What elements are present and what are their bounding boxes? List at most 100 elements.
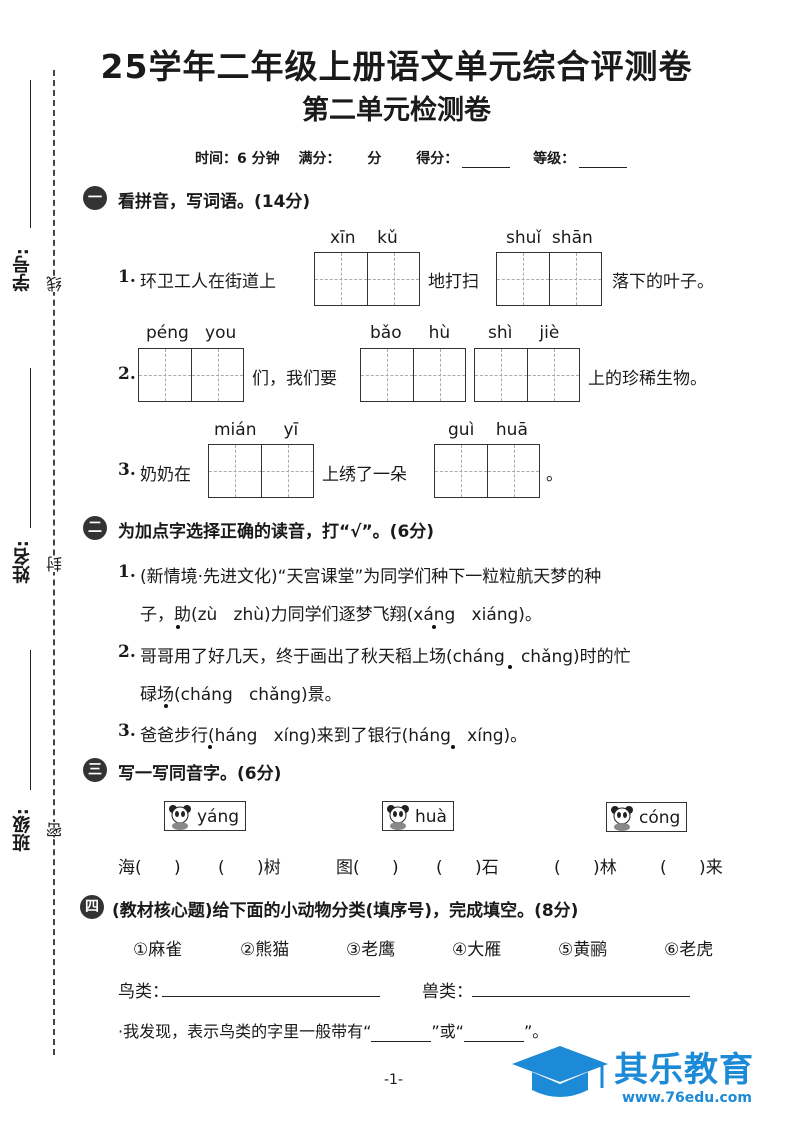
- binding-line-2: [30, 368, 31, 528]
- animal-item-4: ④大雁: [452, 940, 502, 960]
- section-1-title: 看拼音，写词语。(14分): [118, 192, 311, 212]
- answer-grid-shuishan[interactable]: [496, 252, 602, 306]
- s2-q1-number: 1.: [118, 562, 136, 582]
- s2-q1-line2: 子，助(zù zhù)力同学们逐梦飞翔(xáng xiáng)。: [140, 605, 542, 625]
- section-3-badge: 三: [83, 758, 107, 782]
- section-1-badge: 一: [83, 186, 107, 210]
- birds-label: 鸟类：: [118, 982, 169, 1002]
- answer-grid-baohu[interactable]: [360, 348, 466, 402]
- homophone-blank-6[interactable]: ( )来: [660, 858, 723, 878]
- tag-text-cong: cóng: [639, 808, 681, 828]
- animal-item-1: ①麻雀: [133, 940, 183, 960]
- section-4-title: (教材核心题)给下面的小动物分类(填序号)，完成填空。(8分): [112, 901, 579, 921]
- pinyin-shuishan: shuǐ shān: [506, 228, 593, 248]
- q2-text-mid: 们，我们要: [252, 369, 337, 389]
- brand-url: www.76edu.com: [622, 1090, 753, 1106]
- radical-note: ·我发现，表示鸟类的字里一般带有“ ”或“ ”。: [118, 1018, 548, 1042]
- name-label: 姓名:: [12, 540, 33, 584]
- homophone-blank-1[interactable]: 海( ): [118, 858, 181, 878]
- cut-mark-feng: 封: [44, 556, 68, 572]
- section-2-badge: 二: [83, 516, 107, 540]
- full-score-label: 满分：: [298, 151, 341, 167]
- answer-grid-mianyi[interactable]: [208, 444, 314, 498]
- brand-name: 其乐教育: [614, 1050, 754, 1090]
- panda-icon: [169, 805, 191, 830]
- cut-mark-xian: 线: [44, 276, 68, 292]
- time-label: 时间：6 分钟: [195, 151, 280, 167]
- animal-item-3: ③老鹰: [346, 940, 396, 960]
- answer-grid-xinku[interactable]: [314, 252, 420, 306]
- score-blank[interactable]: [462, 167, 511, 168]
- emphasis-dot-xing: [208, 745, 212, 749]
- beasts-label: 兽类：: [422, 982, 473, 1002]
- tag-text-hua: huà: [415, 807, 447, 827]
- homophone-blank-2[interactable]: ( )树: [218, 858, 281, 878]
- grade-label: 等级：: [533, 151, 576, 167]
- pinyin-mianyi: mián yī: [214, 420, 299, 440]
- student-id-label: 学号:: [12, 248, 33, 292]
- homophone-blank-3[interactable]: 图( ): [336, 858, 399, 878]
- pinyin-tag-hua: huà: [382, 801, 454, 831]
- homophone-blank-4[interactable]: ( )石: [436, 858, 499, 878]
- answer-grid-shijie[interactable]: [474, 348, 580, 402]
- emphasis-dot-chang1: [508, 665, 512, 669]
- q1-text-pre: 环卫工人在街道上: [140, 272, 276, 292]
- panda-icon: [387, 805, 409, 830]
- pinyin-pengyou: péng you: [146, 323, 237, 343]
- s2-q3-line1: 爸爸步行(háng xíng)来到了银行(háng xíng)。: [140, 726, 528, 746]
- q1-text-mid: 地打扫: [428, 272, 479, 292]
- s2-q2-line1: 哥哥用了好几天，终于画出了秋天稻上场(cháng chǎng)时的忙: [140, 647, 631, 667]
- note-part-b: ”或“: [431, 1022, 464, 1041]
- q3-text-post: 。: [546, 465, 563, 485]
- q3-text-pre: 奶奶在: [140, 465, 191, 485]
- pinyin-tag-cong: cóng: [606, 802, 688, 832]
- class-label: 班级:: [12, 808, 33, 852]
- graduation-cap-icon: [512, 1046, 608, 1097]
- note-part-a: ·我发现，表示鸟类的字里一般带有“: [118, 1022, 372, 1041]
- pinyin-guihua: guì huā: [448, 420, 528, 440]
- cut-mark-mi: 密: [44, 822, 68, 838]
- full-score-unit: 分: [367, 151, 382, 167]
- animal-item-5: ⑤黄鹂: [558, 940, 608, 960]
- note-part-c: ”。: [523, 1022, 549, 1041]
- homophone-blank-5[interactable]: ( )林: [554, 858, 617, 878]
- exam-title: 25学年二年级上册语文单元综合评测卷: [100, 47, 693, 86]
- q3-number: 3.: [118, 460, 136, 480]
- q2-number: 2.: [118, 364, 136, 384]
- animal-item-2: ②熊猫: [240, 940, 290, 960]
- s2-q2-number: 2.: [118, 642, 136, 662]
- section-4-badge: 四: [80, 895, 104, 919]
- tag-text-yang: yáng: [197, 807, 240, 827]
- panda-icon: [611, 806, 633, 831]
- q2-text-post: 上的珍稀生物。: [588, 369, 707, 389]
- pinyin-tag-yang: yáng: [164, 801, 247, 831]
- answer-grid-guihua[interactable]: [434, 444, 540, 498]
- birds-answer-line[interactable]: [162, 996, 380, 997]
- radical-blank-2[interactable]: [463, 1041, 524, 1042]
- section-3-title: 写一写同音字。(6分): [118, 764, 282, 784]
- q3-text-mid: 上绣了一朵: [322, 465, 407, 485]
- beasts-answer-line[interactable]: [472, 996, 690, 997]
- s2-q3-number: 3.: [118, 721, 136, 741]
- radical-blank-1[interactable]: [371, 1041, 432, 1042]
- page-number: -1-: [384, 1072, 404, 1088]
- answer-grid-pengyou[interactable]: [138, 348, 244, 402]
- grade-blank[interactable]: [579, 167, 628, 168]
- emphasis-dot-hang: [451, 745, 455, 749]
- binding-line-1: [30, 80, 31, 228]
- emphasis-dot-xiang: [432, 625, 436, 629]
- s2-q1-line1: (新情境·先进文化)“天宫课堂”为同学们种下一粒粒航天梦的种: [140, 567, 602, 587]
- pinyin-xinku: xīn kǔ: [330, 228, 398, 248]
- exam-subtitle: 第二单元检测卷: [302, 95, 491, 126]
- binding-line-3: [30, 650, 31, 790]
- q1-number: 1.: [118, 267, 136, 287]
- pinyin-shijie: shì jiè: [488, 323, 560, 343]
- emphasis-dot-chang2: [164, 704, 168, 708]
- section-2-title: 为加点字选择正确的读音，打“√”。(6分): [118, 522, 435, 542]
- emphasis-dot-zhu: [176, 625, 180, 629]
- animal-item-6: ⑥老虎: [664, 940, 714, 960]
- s2-q2-line2: 碌场(cháng chǎng)景。: [140, 685, 342, 705]
- score-label: 得分：: [416, 151, 459, 167]
- pinyin-baohu: bǎo hù: [370, 323, 451, 343]
- q1-text-post: 落下的叶子。: [612, 272, 714, 292]
